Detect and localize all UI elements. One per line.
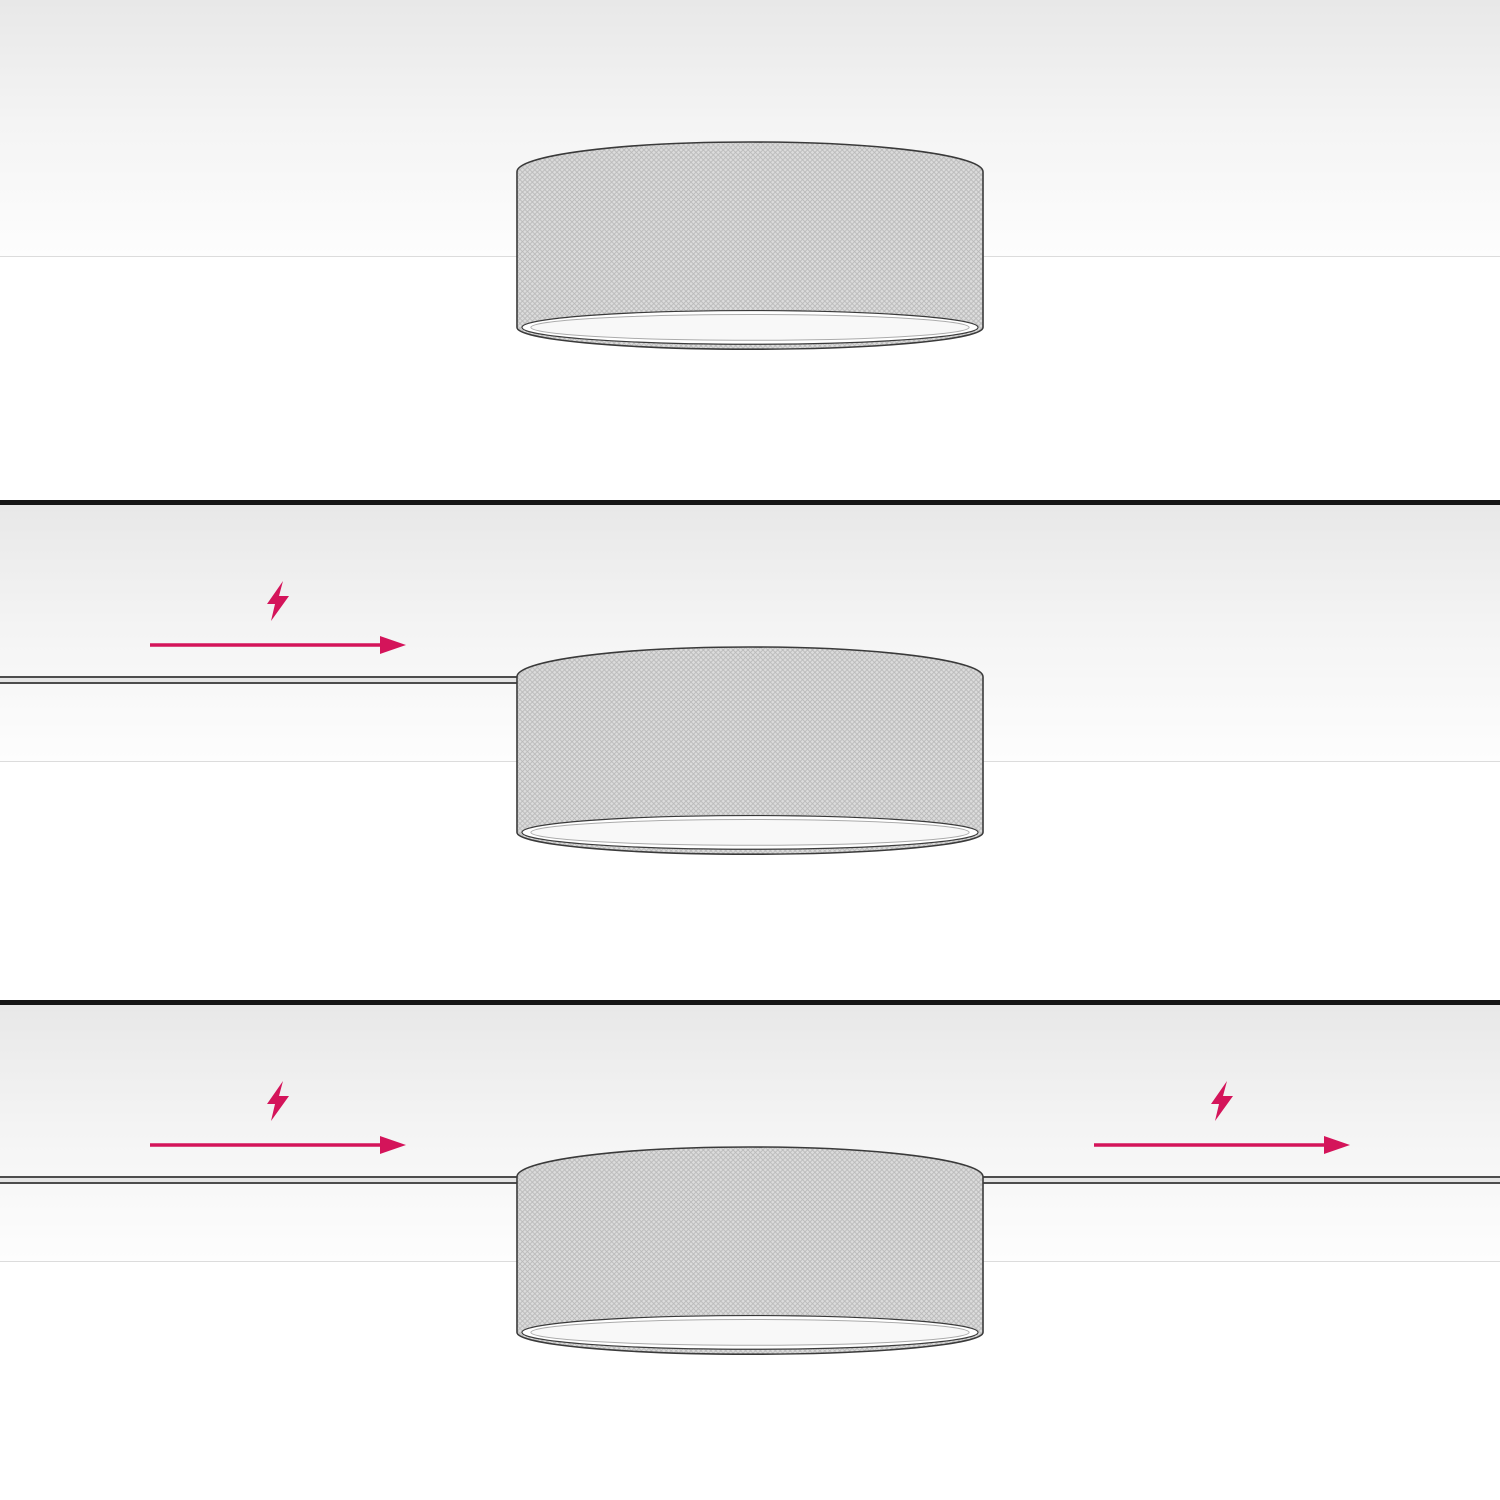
power-direction-arrow-icon — [150, 1136, 406, 1154]
power-direction-arrow-icon — [1094, 1136, 1350, 1154]
panel-ceiling-drum-lamp-power-from-left — [0, 500, 1500, 1000]
cable-left — [0, 1176, 545, 1184]
power-direction-arrow-icon — [150, 636, 406, 654]
power-indicator-left — [148, 1081, 408, 1157]
cable-left — [0, 676, 545, 684]
lightning-bolt-icon — [267, 1081, 289, 1121]
lightning-bolt-icon — [1211, 1081, 1233, 1121]
drum-ceiling-lamp-illustration — [515, 645, 985, 859]
drum-ceiling-lamp-illustration — [515, 1145, 985, 1359]
panel-ceiling-drum-lamp-power-pass-through — [0, 1000, 1500, 1500]
lightning-bolt-icon — [267, 581, 289, 621]
power-indicator-right — [1092, 1081, 1352, 1157]
panel-ceiling-drum-lamp-no-cable — [0, 0, 1500, 500]
drum-ceiling-lamp-illustration — [515, 140, 985, 354]
cable-right — [955, 1176, 1500, 1184]
power-indicator-left — [148, 581, 408, 657]
